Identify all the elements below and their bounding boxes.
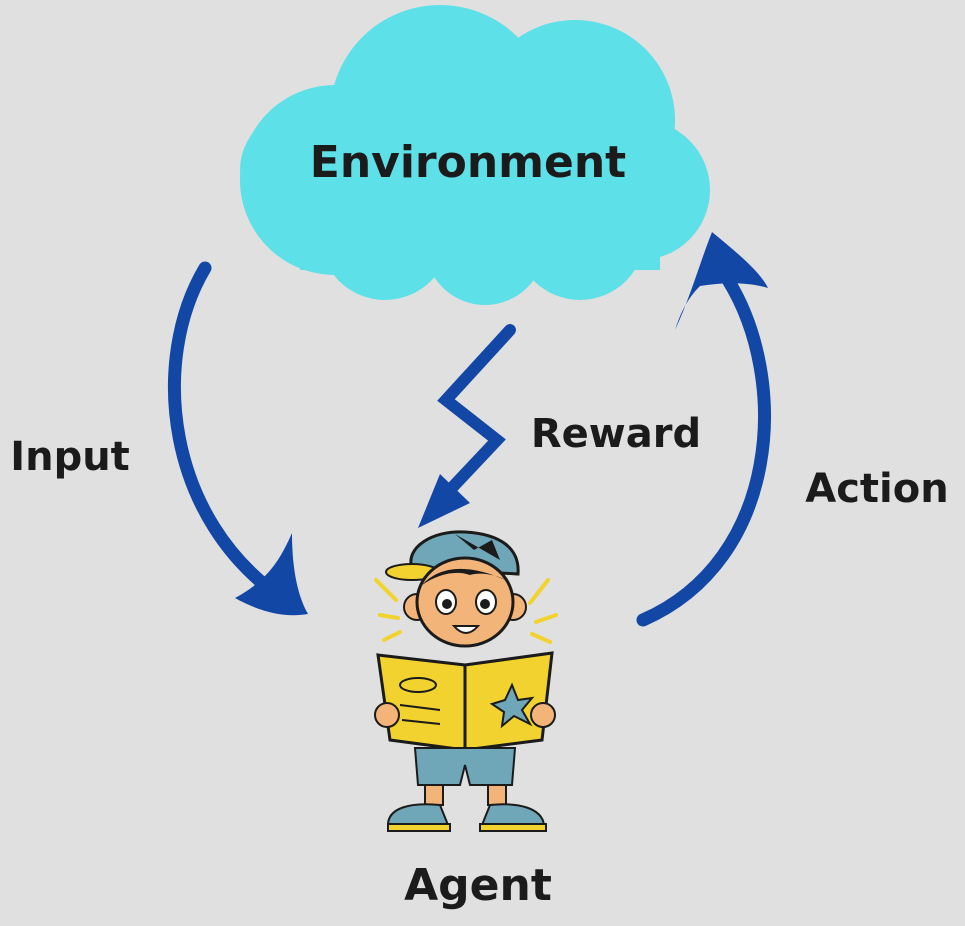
agent-label: Agent [404,860,552,911]
action-label: Action [805,466,948,512]
reward-arrowhead-icon [418,474,470,528]
input-arrow [168,261,292,607]
excitement-lines-icon [374,578,558,644]
environment-label: Environment [310,137,626,188]
reward-arrow [437,324,516,498]
boy-reading-book-icon [374,530,558,832]
environment-cloud [240,5,710,305]
input-arrowhead-icon [235,533,308,616]
reward-label: Reward [531,411,701,457]
action-arrow [636,273,771,627]
input-label: Input [10,434,130,480]
action-arrowhead-icon [675,232,768,330]
